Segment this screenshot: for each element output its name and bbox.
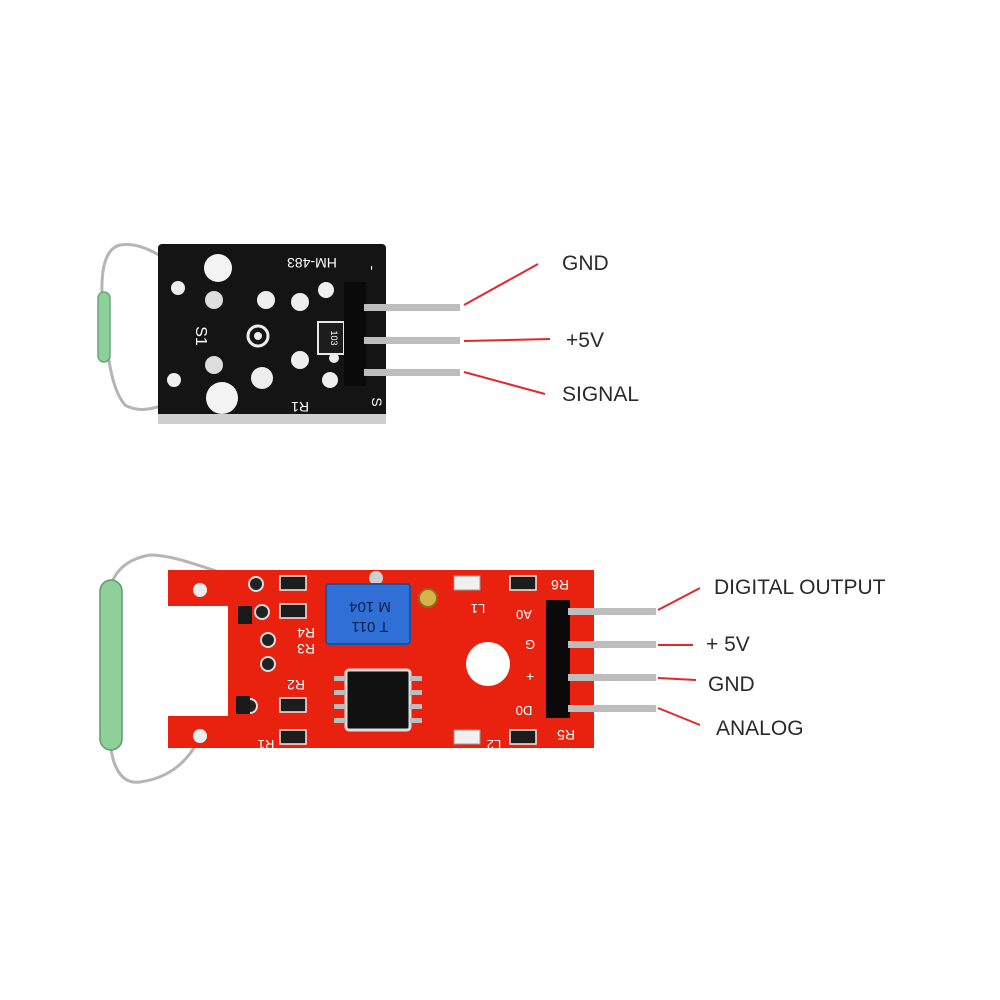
bottom-silk-r6: R6 <box>551 577 569 593</box>
bottom-silk-l2: L2 <box>487 737 501 752</box>
bottom-reed-glass <box>99 579 123 751</box>
top-silk-resistor-ref: R1 <box>291 399 309 415</box>
comparator-ic <box>344 668 412 732</box>
top-pad <box>291 351 309 369</box>
bottom-led <box>236 696 250 714</box>
bottom-mount-hole <box>466 642 510 686</box>
bottom-pad <box>260 632 276 648</box>
leader-line-gnd <box>463 263 539 306</box>
pin-label-5v: +5V <box>566 329 604 352</box>
bottom-pcb-cutout <box>168 606 228 716</box>
top-silk-pin-signal: S <box>369 397 385 406</box>
bottom-pin-analog <box>568 705 656 712</box>
bottom-pad <box>369 571 383 585</box>
bottom-silk-r1: R1 <box>258 737 275 752</box>
top-reed-glass <box>97 291 111 363</box>
top-pad <box>257 291 275 309</box>
pin-label-gnd: GND <box>562 252 609 275</box>
potentiometer-knob[interactable] <box>418 588 438 608</box>
bottom-smd-part <box>509 575 537 591</box>
top-pad <box>251 367 273 389</box>
top-silk-model: HM-483 <box>287 255 337 271</box>
bottom-silk-r5: R5 <box>557 727 575 743</box>
top-silk-reed-ref: S1 <box>192 326 209 346</box>
bottom-pad <box>254 604 270 620</box>
pot-silk-line2: T 011 <box>352 618 389 635</box>
bottom-reed-module: M 104 T 011 R6 R5 R3 R4 R2 R1 L1 L2 A0 G… <box>99 553 701 784</box>
leader-line-analog <box>657 707 701 726</box>
pin-label-digital-output: DIGITAL OUTPUT <box>714 576 886 599</box>
bottom-silk-pin-ao: A0 <box>516 607 532 622</box>
top-pad <box>171 281 185 295</box>
bottom-silk-pin-plus: + <box>526 669 534 685</box>
top-mount-hole <box>206 382 238 414</box>
bottom-pin-digital <box>568 608 656 615</box>
pot-silk-line1: M 104 <box>349 598 391 615</box>
pin-label-analog: ANALOG <box>716 717 804 740</box>
top-pad <box>205 291 223 309</box>
top-silk-resistor-mark: 103 <box>329 330 339 345</box>
bottom-smd-part <box>453 575 481 591</box>
bottom-smd-part <box>279 603 307 619</box>
bottom-pad <box>248 576 264 592</box>
leader-line-gnd-bottom <box>657 677 697 681</box>
top-pad <box>291 293 309 311</box>
leader-line-digital-output <box>657 587 701 611</box>
top-mount-hole <box>204 254 232 282</box>
pin-label-signal: SIGNAL <box>562 383 640 406</box>
pin-label-plus-5v: + 5V <box>706 633 750 656</box>
bottom-pin-5v <box>568 641 656 648</box>
top-pin-gnd <box>364 304 460 311</box>
bottom-pad <box>193 729 207 743</box>
bottom-silk-r2: R2 <box>287 677 305 693</box>
bottom-silk-pin-do: D0 <box>516 703 533 718</box>
bottom-pcb <box>168 570 594 748</box>
bottom-smd-part <box>453 729 481 745</box>
bottom-pin-gnd <box>568 674 656 681</box>
bottom-silk-r3: R3 <box>297 641 315 657</box>
bottom-silk-pin-g: G <box>525 637 535 652</box>
top-pad <box>205 356 223 374</box>
top-pcb-edge <box>158 414 386 424</box>
bottom-smd-part <box>279 697 307 713</box>
leader-line-5v <box>463 338 551 342</box>
potentiometer[interactable] <box>325 583 411 645</box>
top-pad <box>318 282 334 298</box>
bottom-led <box>238 606 252 624</box>
top-pad <box>254 332 262 340</box>
pin-label-gnd-bottom: GND <box>708 673 755 696</box>
bottom-smd-part <box>509 729 537 745</box>
bottom-smd-part <box>279 729 307 745</box>
bottom-pad <box>193 583 207 597</box>
bottom-silk-r4: R4 <box>297 625 315 641</box>
top-pad <box>167 373 181 387</box>
ic-pins <box>334 676 422 723</box>
leader-line-signal <box>463 371 546 395</box>
top-pad <box>329 353 339 363</box>
top-reed-module: HM-483 S1 R1 103 - S <box>97 242 551 424</box>
top-smd-resistor <box>317 321 345 355</box>
bottom-pad <box>260 656 276 672</box>
bottom-silk-l1: L1 <box>471 601 485 616</box>
bottom-smd-part <box>279 575 307 591</box>
bottom-header-housing <box>546 600 570 718</box>
top-pad <box>322 372 338 388</box>
top-pin-5v <box>364 337 460 344</box>
top-ring <box>246 324 270 348</box>
top-header-housing <box>344 282 366 386</box>
top-pin-signal <box>364 369 460 376</box>
top-silk-pin-minus: - <box>365 266 381 271</box>
